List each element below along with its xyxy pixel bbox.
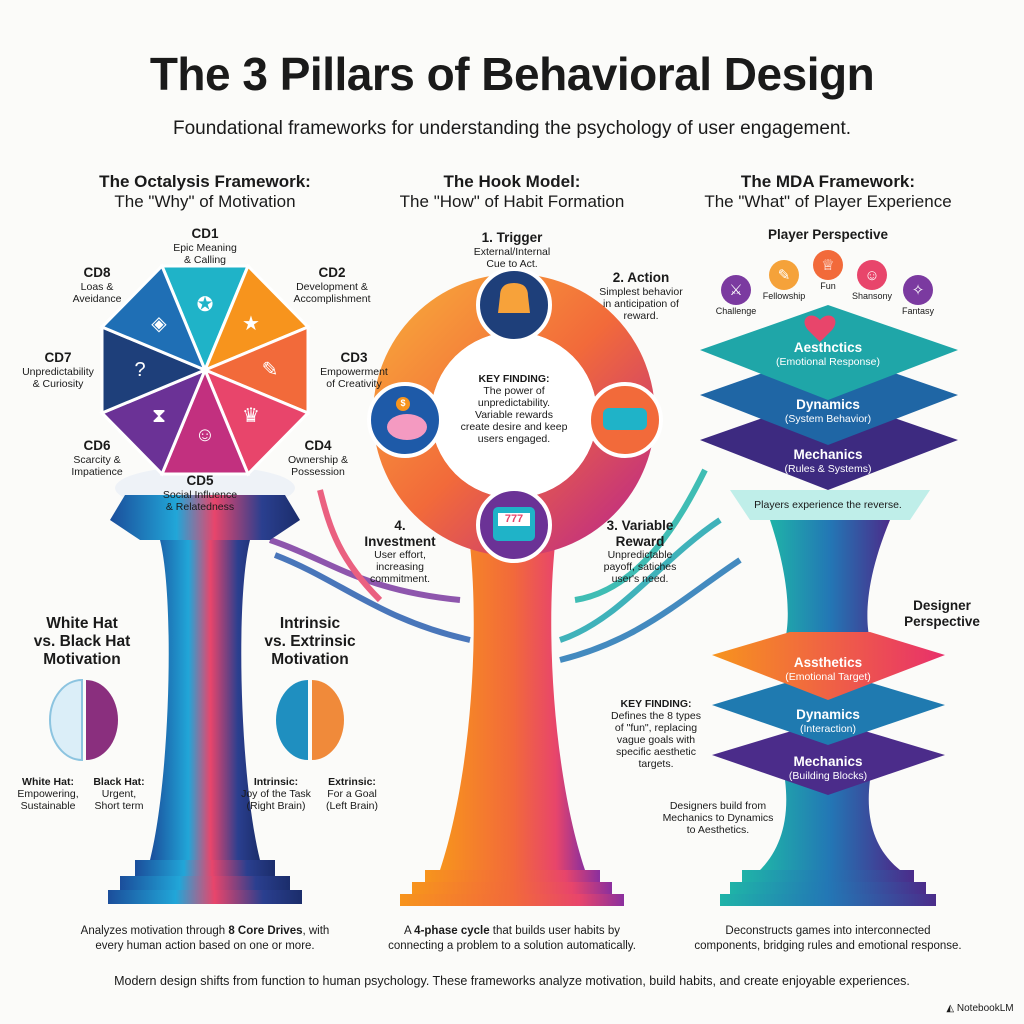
fun-icon: ♕	[813, 250, 843, 280]
hook-caption: A 4-phase cycle that builds user habits …	[388, 925, 636, 952]
fun-type-label: Fun	[820, 281, 836, 291]
fantasy-icon: ✧	[903, 275, 933, 305]
coin-icon: $	[400, 398, 406, 408]
mda-caption: Deconstructs games into interconnected c…	[694, 925, 962, 952]
hourglass-icon: ⧗	[151, 405, 167, 427]
octalysis-subtitle: The "Why" of Motivation	[114, 191, 296, 211]
fun-type-label: Fantasy	[901, 306, 935, 316]
hat-title: White Hat vs. Black Hat Motivation	[33, 615, 131, 668]
trophy-icon: ★	[242, 313, 260, 335]
designer-aesthetics-label: Assthetics(Emotional Target)	[785, 655, 871, 683]
page-title: The 3 Pillars of Behavioral Design	[149, 48, 875, 100]
footer-summary: Modern design shifts from function to hu…	[114, 974, 910, 988]
reverse-note: Players experience the reverse.	[754, 499, 902, 511]
mda-subtitle: The "What" of Player Experience	[704, 191, 952, 211]
designer-layer-mechanics	[712, 720, 945, 795]
player-mechanics-label: Mechanics(Rules & Systems)	[784, 447, 872, 475]
flow-streams	[269, 468, 742, 663]
player-layer-aesthetics	[700, 305, 958, 400]
heart-icon	[804, 315, 836, 342]
mda-pillar	[700, 305, 958, 906]
page-subtitle: Foundational frameworks for understandin…	[172, 118, 852, 139]
people-icon: ☺	[194, 424, 216, 446]
intrinsic-extrinsic-brain	[276, 680, 344, 760]
fun-type-label: Shansony	[851, 291, 893, 301]
hook-title: The Hook Model:	[443, 172, 581, 191]
fun-type-label: Fellowship	[762, 291, 806, 301]
player-perspective-title: Player Perspective	[767, 227, 889, 242]
designer-layer-dynamics	[712, 670, 945, 745]
extrinsic-label: Extrinsic:For a Goal (Left Brain)	[326, 776, 378, 813]
crown-icon: ♛	[242, 405, 260, 427]
button-icon	[603, 408, 647, 430]
notebooklm-logo-icon: ◭	[946, 1003, 957, 1014]
notebooklm-brand: ◭ NotebookLM	[946, 1003, 1014, 1014]
designer-build-note: Designers build from Mechanics to Dynami…	[662, 800, 774, 837]
white-hat-label: White Hat:Empowering, Sustainable	[17, 776, 79, 813]
mda-title: The MDA Framework:	[740, 172, 916, 191]
hook-subtitle: The "How" of Habit Formation	[399, 191, 625, 211]
fellowship-icon: ✎	[769, 260, 799, 290]
octalysis-pillar	[108, 466, 302, 904]
designer-mechanics-label: Mechanics(Building Blocks)	[788, 754, 868, 782]
intrinsic-label: Intrinsic:Joy of the Task (Right Brain)	[241, 776, 311, 813]
octalysis-header: The Octalysis Framework: The "Why" of Mo…	[99, 172, 311, 211]
player-dynamics-label: Dynamics(System Behavior)	[784, 397, 872, 425]
hook-header: The Hook Model: The "How" of Habit Forma…	[400, 172, 625, 211]
challenge-icon: ⚔	[721, 275, 751, 305]
hook-key-finding: KEY FINDING:The power of unpredictabilit…	[460, 373, 568, 446]
mda-header: The MDA Framework: The "What" of Player …	[704, 172, 951, 211]
palette-icon: ✎	[261, 359, 279, 381]
black-hat-label: Black Hat:Urgent, Short term	[93, 776, 145, 813]
intrinsic-title: Intrinsic vs. Extrinsic Motivation	[264, 615, 356, 668]
slot-reels: 777	[504, 513, 524, 525]
octalysis-title: The Octalysis Framework:	[99, 172, 311, 191]
compass-icon: ✪	[196, 294, 214, 316]
shield-icon: ◈	[151, 313, 167, 335]
octalysis-caption: Analyzes motivation through 8 Core Drive…	[80, 925, 330, 952]
mda-key-finding: KEY FINDING:Defines the 8 types of "fun"…	[611, 698, 701, 771]
segment-cd8	[99, 263, 208, 373]
hook-pillar	[367, 267, 663, 906]
white-black-hat-brain	[49, 678, 118, 762]
designer-layer-aesthetics	[712, 632, 945, 700]
dice-question-icon: ?	[134, 359, 146, 381]
designer-dynamics-label: Dynamics(Interaction)	[796, 707, 860, 735]
bell-icon	[498, 283, 530, 313]
octalysis-octagon	[99, 263, 311, 477]
fun-type-label: Challenge	[715, 306, 757, 316]
piggy-bank-icon	[387, 414, 427, 440]
shansony-icon: ☺	[857, 260, 887, 290]
player-aesthetics-label: Aesthctics(Emotional Response)	[776, 340, 880, 368]
designer-perspective-title: Designer Perspective	[904, 598, 980, 629]
